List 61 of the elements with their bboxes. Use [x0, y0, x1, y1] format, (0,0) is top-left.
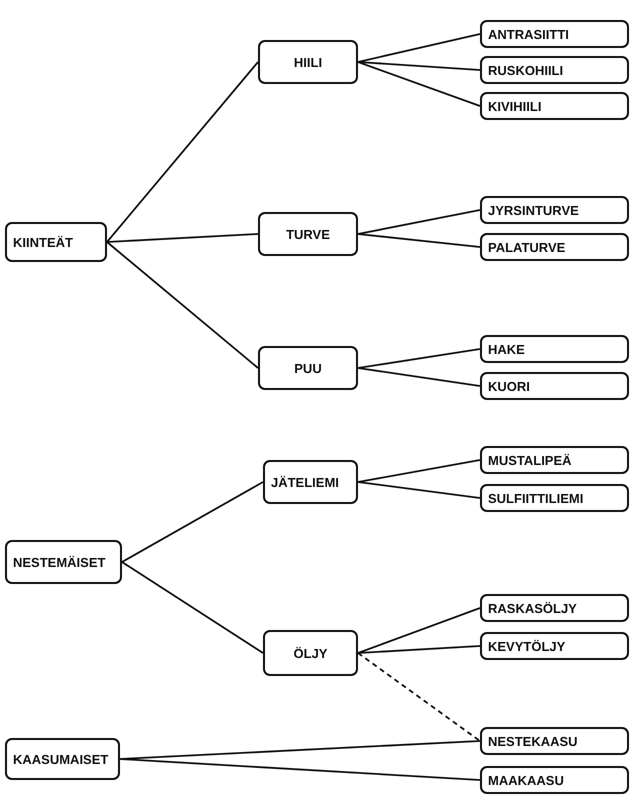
- category-label: RUSKOHIILI: [488, 62, 564, 78]
- connector-line: [358, 233, 480, 248]
- connector-line: [358, 645, 480, 654]
- category-box: [480, 233, 629, 261]
- category-label: MUSTALIPEÄ: [488, 452, 572, 468]
- category-label: HAKE: [488, 342, 525, 356]
- category-box: [480, 632, 629, 660]
- category-box: [258, 212, 358, 256]
- category-label: SULFIITTILIEMI: [488, 490, 584, 506]
- category-box: [480, 20, 629, 48]
- connector-line: [122, 481, 264, 563]
- category-box: [480, 372, 629, 400]
- category-label: KEVYTÖLJY: [488, 638, 566, 654]
- connector-line: [358, 61, 480, 107]
- connector-line: [358, 459, 480, 483]
- connector-line: [106, 233, 258, 243]
- category-label: PALATURVE: [488, 240, 566, 254]
- connector-line: [122, 561, 264, 654]
- category-box: [480, 594, 629, 622]
- connector-line: [358, 33, 480, 63]
- category-label: NESTEKAASU: [488, 734, 578, 748]
- connector-line: [358, 481, 480, 499]
- category-label: HIILI: [294, 54, 322, 70]
- category-label: JÄTELIEMI: [271, 474, 339, 490]
- connector-line: [358, 348, 480, 369]
- category-label: JYRSINTURVE: [488, 202, 579, 218]
- connector-line: [106, 241, 259, 369]
- dashed-connector: [357, 652, 481, 742]
- category-box: [263, 460, 358, 504]
- category-label: ÖLJY: [294, 646, 328, 660]
- connector-line: [120, 740, 480, 760]
- category-label: PUU: [294, 360, 322, 376]
- category-box: [480, 56, 629, 84]
- category-label: KIVIHIILI: [488, 98, 542, 114]
- category-box: [5, 738, 120, 780]
- category-box: [5, 540, 122, 584]
- category-box: [5, 222, 107, 262]
- category-box: [480, 484, 629, 512]
- connector-line: [358, 61, 480, 71]
- connector-line: [358, 607, 480, 654]
- category-box: [258, 40, 358, 84]
- connector-line: [106, 61, 259, 243]
- category-label: TURVE: [286, 226, 330, 242]
- category-label: NESTEMÄISET: [13, 554, 106, 570]
- category-box: [480, 766, 629, 794]
- connector-line: [358, 367, 480, 387]
- category-label: MAAKAASU: [488, 772, 564, 788]
- category-box: [263, 630, 358, 676]
- connector-line: [120, 758, 480, 781]
- category-box: [480, 335, 629, 363]
- category-box: [258, 346, 358, 390]
- category-box: [480, 727, 629, 755]
- category-label: KIINTEÄT: [13, 234, 73, 250]
- category-box: [480, 92, 629, 120]
- connector-line: [358, 209, 480, 235]
- category-label: KUORI: [488, 378, 530, 394]
- category-box: [480, 446, 629, 474]
- category-box: [480, 196, 629, 224]
- category-label: ANTRASIITTI: [488, 26, 569, 42]
- category-label: RASKASÖLJY: [488, 600, 577, 616]
- category-label: KAASUMAISET: [13, 752, 108, 766]
